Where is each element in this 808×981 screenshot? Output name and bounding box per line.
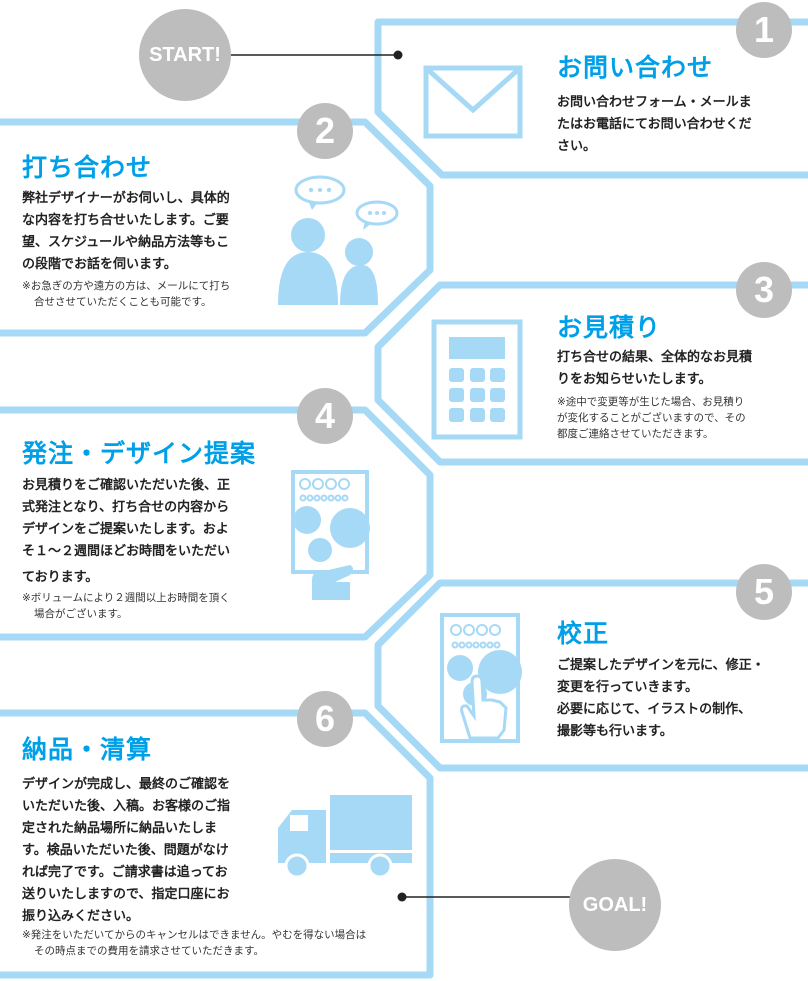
step-note: ※発注をいただいてからのキャンセルはできません。やむを得ない場合は その時点まで… [22,927,366,959]
body-line: たはお電話にてお問い合わせくだ [557,117,752,132]
step-number-badge: 5 [736,564,792,620]
step-body: デザインが完成し、最終のご確認を いただいた後、入稿。お客様のご指 定された納品… [22,774,230,928]
body-line: いただいた後、入稿。お客様のご指 [22,799,231,814]
body-line: ご提案したデザインを元に、修正・ [557,658,765,673]
step-note: ※ボリュームにより２週間以上お時間を頂く 場合がございます。 [22,590,230,622]
body-line: さい。 [557,139,597,154]
step-title: 打ち合わせ [22,153,153,182]
envelope-icon [423,65,523,139]
note-line: が変化することがございますので、その [557,412,746,424]
calculator-icon [431,319,523,440]
people-chat-icon [278,175,399,305]
body-line: お見積りをご確認いただいた後、正 [22,478,231,493]
delivery-truck-icon [278,795,412,879]
body-line: お問い合わせフォーム・メールま [557,95,752,110]
note-line: ※お急ぎの方や遠方の方は、メールにて打ち [22,280,231,292]
body-line: 式発注となり、打ち合せの内容から [22,500,230,515]
step-number-badge: 6 [297,691,353,747]
step-number-badge: 1 [736,2,792,58]
body-line: れば完了です。ご請求書は追ってお [22,865,228,880]
note-line: ※発注をいただいてからのキャンセルはできません。やむを得ない場合は [22,929,367,941]
note-line: ※ボリュームにより２週間以上お時間を頂く [22,592,230,604]
body-line: 望、スケジュールや納品方法等もこ [22,235,230,250]
goal-badge: GOAL! [569,859,661,951]
step-body: ご提案したデザインを元に、修正・ 変更を行っていきます。 必要に応じて、イラスト… [557,655,765,743]
goal-dot [397,892,407,902]
step-title: 納品・清算 [22,735,153,764]
body-line: な内容を打ち合せいたします。ご要 [22,213,229,228]
proofreading-icon [440,613,522,743]
body-line: 変更を行っていきます。 [557,680,699,695]
body-line: 送りいたしますので、指定口座にお [22,887,230,902]
body-line: デザインが完成し、最終のご確認を [22,777,231,792]
body-line: 必要に応じて、イラストの制作、 [557,702,752,717]
body-line: 撮影等も行います。 [557,724,673,739]
start-dot [393,50,403,60]
connector-lines [230,50,570,902]
body-line: す。検品いただいた後、問題がなけ [22,843,229,858]
note-line: 場合がございます。 [34,608,128,620]
body-line: そ１～２週間ほどお時間をいただい [22,544,231,559]
step-body: お見積りをご確認いただいた後、正 式発注となり、打ち合せの内容から デザインをご… [22,475,230,589]
step-number-badge: 3 [736,262,792,318]
body-line: 打ち合せの結果、全体的なお見積 [557,350,753,365]
step-number-badge: 2 [297,103,353,159]
body-line: 振り込みください。 [22,909,140,924]
step-body: 弊社デザイナーがお伺いし、具体的 な内容を打ち合せいたします。ご要 望、スケジュ… [22,188,230,276]
design-proposal-icon [291,470,370,600]
card-frame-3 [374,281,808,466]
step-number-badge: 4 [297,388,353,444]
step-title: 発注・デザイン提案 [22,439,257,468]
body-line: の段階でお話を伺います。 [22,257,177,272]
body-line: りをお知らせいたします。 [557,372,712,387]
step-body: お問い合わせフォーム・メールま たはお電話にてお問い合わせくだ さい。 [557,92,752,158]
note-line: 都度ご連絡させていただきます。 [557,428,714,440]
body-line: デザインをご提案いたします。およ [22,522,229,537]
step-title: 校正 [557,619,610,648]
body-line: 定された納品場所に納品いたしま [22,821,218,836]
step-body: 打ち合せの結果、全体的なお見積 りをお知らせいたします。 [557,347,752,391]
note-line: 合せさせていただくことも可能です。 [34,296,212,308]
step-note: ※途中で変更等が生じた場合、お見積り が変化することがございますので、その 都度… [557,394,746,442]
note-line: その時点までの費用を請求させていただきます。 [34,945,264,957]
step-title: お問い合わせ [557,53,714,82]
note-line: ※途中で変更等が生じた場合、お見積り [557,396,745,408]
start-badge: START! [139,9,231,101]
body-line: 弊社デザイナーがお伺いし、具体的 [22,191,230,206]
body-line: ております。 [22,570,99,585]
step-title: お見積り [557,313,662,342]
step-note: ※お急ぎの方や遠方の方は、メールにて打ち 合せさせていただくことも可能です。 [22,278,230,310]
